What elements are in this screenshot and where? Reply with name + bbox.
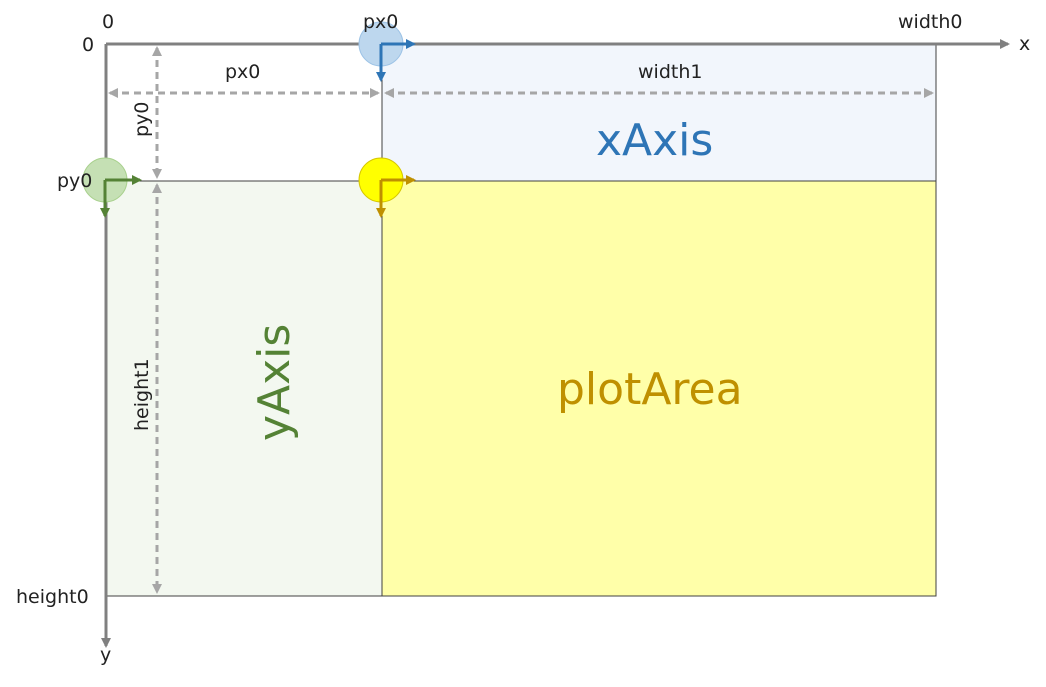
origin-x-label: 0	[102, 11, 114, 33]
px0-dimension-label: px0	[225, 61, 260, 83]
plotarea-region	[381, 180, 937, 597]
x-axis-label: x	[1019, 33, 1030, 55]
origin-y-label: 0	[82, 34, 94, 56]
px0-top-label: px0	[363, 11, 398, 33]
plotarea-region-title: plotArea	[557, 364, 743, 415]
height1-dimension-label: height1	[131, 358, 153, 431]
xaxis-region-title: xAxis	[596, 115, 713, 166]
py0-dimension-label: py0	[131, 102, 153, 137]
yaxis-region-title: yAxis	[249, 324, 300, 441]
height0-label: height0	[16, 586, 89, 608]
width1-dimension-label: width1	[638, 61, 702, 83]
width0-label: width0	[898, 11, 962, 33]
y-axis-label: y	[100, 644, 111, 666]
xaxis-region	[381, 43, 937, 182]
py0-left-label: py0	[57, 170, 92, 192]
